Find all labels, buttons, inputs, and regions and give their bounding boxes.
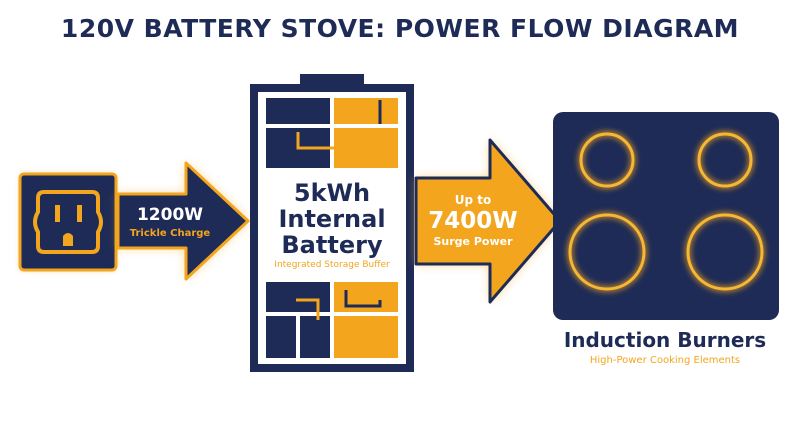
battery-top-cells	[266, 98, 398, 168]
output-power-caption: Surge Power	[433, 235, 513, 248]
battery-bottom-cells	[266, 282, 398, 358]
battery-capacity-label: 5kWh	[293, 179, 371, 207]
input-arrow	[116, 161, 250, 281]
burner-top-right	[696, 131, 754, 189]
output-prefix-label: Up to	[454, 193, 492, 207]
battery-label-line3: Battery	[281, 231, 383, 259]
input-power-label: 1200W	[136, 205, 204, 225]
page-title: 120V BATTERY STOVE: POWER FLOW DIAGRAM	[60, 14, 740, 43]
battery-label-line2: Internal	[278, 205, 386, 233]
burner-bottom-right	[685, 212, 765, 292]
burner-bottom-left	[567, 212, 647, 292]
induction-cooktop	[553, 112, 779, 320]
outlet-box	[18, 172, 118, 272]
cooktop-title: Induction Burners	[563, 328, 767, 352]
output-arrow	[414, 138, 562, 304]
electrical-outlet-icon	[33, 190, 103, 254]
output-power-label: 7400W	[428, 208, 518, 234]
cooktop-subtitle: High-Power Cooking Elements	[589, 355, 741, 366]
input-power-caption: Trickle Charge	[129, 228, 211, 239]
battery	[250, 74, 414, 372]
burner-top-left	[578, 131, 636, 189]
battery-subtitle: Integrated Storage Buffer	[274, 260, 390, 270]
